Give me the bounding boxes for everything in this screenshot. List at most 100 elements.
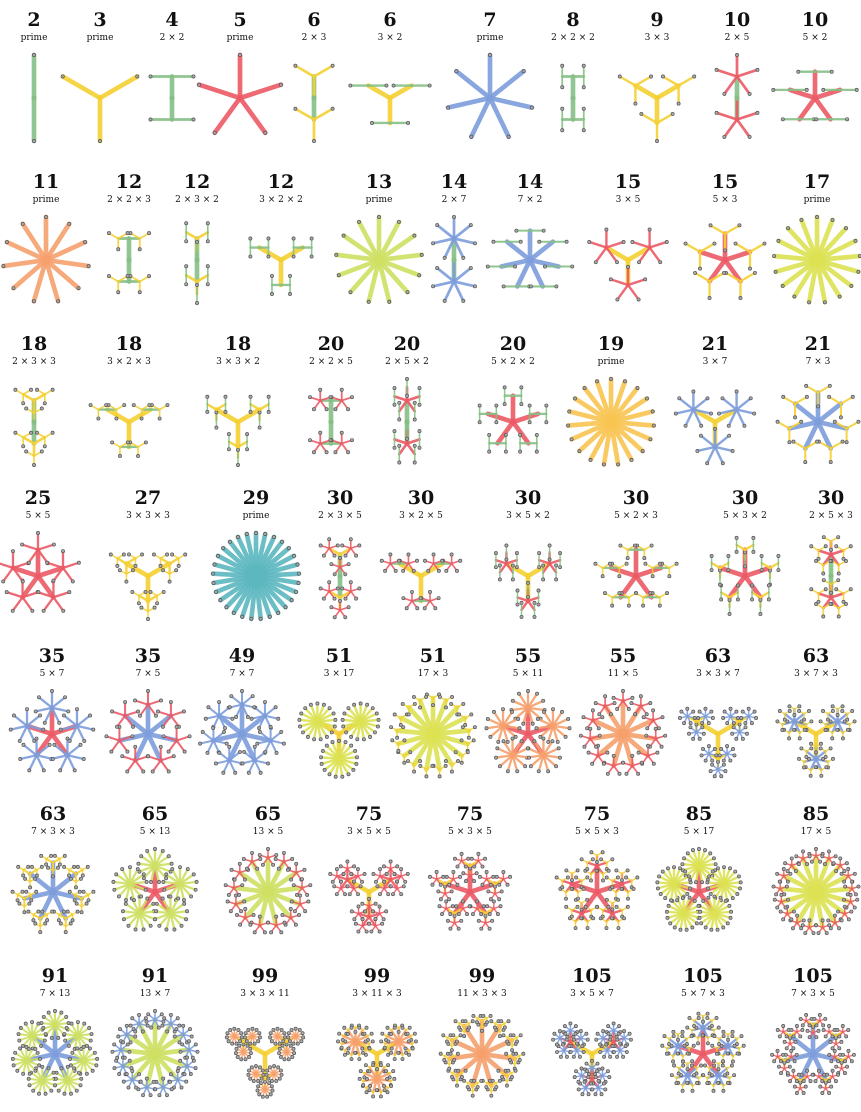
leaf-node	[250, 717, 253, 720]
leaf-node	[783, 718, 786, 721]
factor-arm	[407, 396, 419, 400]
leaf-node	[410, 590, 413, 593]
hub-node	[843, 550, 845, 552]
leaf-node	[506, 770, 509, 773]
hub-node	[120, 1049, 122, 1051]
leaf-node	[731, 732, 734, 735]
leaf-node	[160, 1013, 163, 1016]
hub-node	[602, 873, 604, 875]
leaf-node	[731, 896, 734, 899]
hub-node	[549, 552, 551, 554]
leaf-node	[140, 553, 143, 556]
hub-node	[41, 1079, 43, 1081]
leaf-node	[389, 726, 392, 729]
factor-arm	[112, 711, 125, 715]
leaf-node	[492, 875, 495, 878]
leaf-node	[153, 847, 156, 850]
leaf-node	[62, 910, 65, 913]
leaf-node	[602, 463, 605, 466]
leaf-node	[149, 118, 152, 121]
hub-node	[339, 609, 341, 611]
hub-node	[469, 875, 471, 877]
leaf-node	[32, 300, 35, 303]
factor-arm	[632, 242, 649, 248]
leaf-node	[79, 877, 82, 880]
leaf-node	[649, 702, 652, 705]
factor-arm	[30, 874, 53, 892]
leaf-node	[829, 591, 832, 594]
leaf-node	[170, 862, 173, 865]
hub-node	[812, 95, 817, 100]
leaf-node	[612, 754, 615, 757]
factor-arm	[745, 545, 753, 550]
hub-node	[59, 858, 60, 859]
factor-arm	[635, 77, 651, 86]
leaf-node	[280, 931, 283, 934]
hub-node	[239, 731, 244, 736]
hub-node	[555, 572, 557, 574]
factor-arm	[23, 597, 33, 611]
leaf-node	[17, 865, 20, 868]
leaf-node	[631, 754, 634, 757]
leaf-node	[725, 745, 728, 748]
hub-node	[235, 903, 237, 905]
leaf-node	[444, 764, 447, 767]
leaf-node	[140, 417, 143, 420]
leaf-node	[652, 762, 655, 765]
hub-node	[625, 257, 630, 262]
hub-node	[439, 769, 441, 771]
leaf-node	[232, 611, 235, 614]
leaf-node	[721, 397, 724, 400]
factor-arm	[770, 563, 778, 568]
leaf-node	[700, 922, 703, 925]
leaf-node	[595, 869, 598, 872]
leaf-node	[489, 735, 492, 738]
leaf-node	[157, 880, 160, 883]
hub-node	[809, 927, 811, 929]
leaf-node	[57, 300, 60, 303]
leaf-node	[616, 298, 619, 301]
leaf-node	[266, 762, 269, 765]
leaf-node	[428, 875, 431, 878]
leaf-node	[107, 232, 110, 235]
leaf-node	[448, 883, 451, 886]
leaf-node	[204, 717, 207, 720]
hub-node	[461, 755, 463, 757]
factor-arm	[700, 252, 725, 260]
leaf-node	[77, 1071, 80, 1074]
hub-node	[810, 769, 811, 770]
leaf-node	[829, 747, 832, 750]
leaf-node	[661, 75, 664, 78]
hub-node	[126, 419, 131, 424]
hub-node	[612, 902, 614, 904]
leaf-node	[666, 916, 669, 919]
leaf-node	[807, 301, 810, 304]
leaf-node	[157, 1026, 160, 1029]
hub-node	[177, 1079, 179, 1081]
factor-arm	[663, 77, 679, 86]
leaf-node	[85, 1072, 88, 1075]
leaf-node	[472, 739, 475, 742]
leaf-node	[812, 931, 815, 934]
leaf-node	[618, 591, 621, 594]
leaf-node	[726, 922, 729, 925]
leaf-node	[347, 563, 350, 566]
leaf-node	[604, 695, 607, 698]
hub-node	[695, 720, 698, 723]
hub-node	[65, 917, 67, 919]
hub-node	[396, 888, 398, 890]
leaf-node	[470, 713, 473, 716]
leaf-node	[402, 885, 405, 888]
leaf-node	[391, 739, 394, 742]
leaf-node	[322, 703, 325, 706]
leaf-node	[51, 388, 54, 391]
leaf-node	[626, 265, 629, 268]
leaf-node	[413, 401, 416, 404]
leaf-node	[821, 919, 824, 922]
leaf-node	[445, 875, 448, 878]
leaf-node	[686, 707, 689, 710]
